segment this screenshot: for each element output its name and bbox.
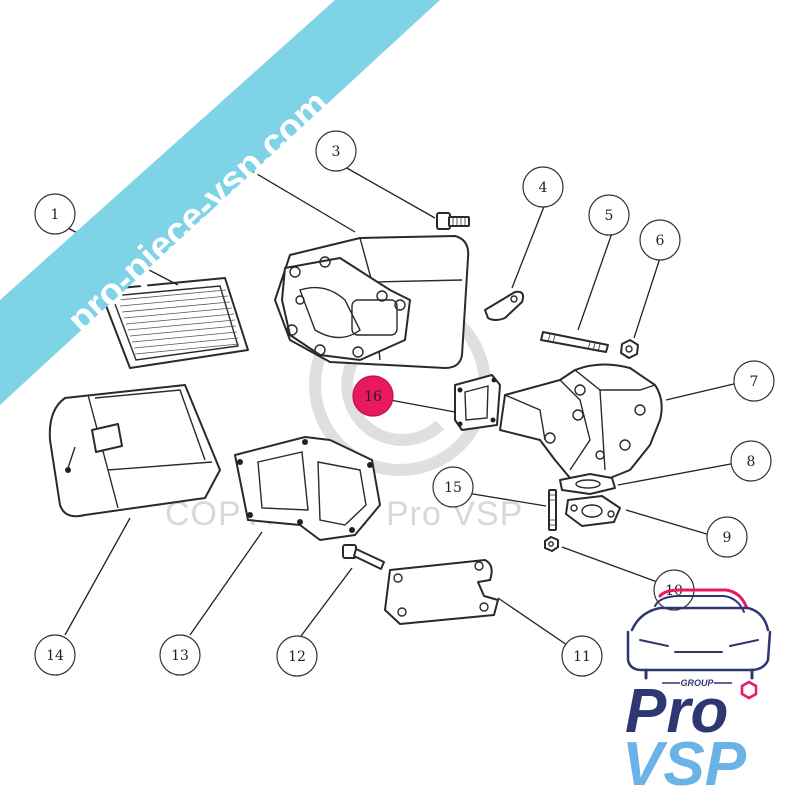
callout-12-label: 12 [288,649,306,665]
callout-13: 13 [159,634,201,676]
part-4-clip [484,290,525,321]
part-10-nut [544,536,559,552]
callout-4-label: 4 [539,180,548,196]
callout-3: 3 [315,130,357,172]
logo-group-text: GROUP [680,678,714,688]
callout-15: 15 [432,466,474,508]
callout-7-label: 7 [750,374,759,390]
callout-16-label: 16 [364,389,382,405]
callout-8: 8 [730,440,772,482]
callout-8-label: 8 [747,454,756,470]
callout-9-label: 9 [723,530,732,546]
part-13-gasket [234,436,381,541]
part-3-bolt [436,212,470,230]
callout-13-label: 13 [171,648,189,664]
callout-11-label: 11 [573,649,591,665]
part-15-stud [548,489,557,531]
part-11-cover-plate [384,559,499,625]
callout-3-label: 3 [332,144,341,160]
part-7-manifold [499,363,663,479]
provsp-logo: GROUP Pro VSP [622,588,772,799]
callout-14: 14 [34,634,76,676]
part-6-nut [620,339,639,359]
part-1-filter-element [99,277,249,369]
part-14-filter-box [48,384,221,518]
car-icon [626,588,772,680]
callout-6-label: 6 [656,233,665,249]
callout-5: 5 [588,194,630,236]
callout-16-highlighted: 16 [352,375,394,417]
callout-15-label: 15 [444,480,462,496]
callout-1-label: 1 [51,207,60,223]
hex-nut-icon [740,680,758,700]
callout-5-label: 5 [605,208,614,224]
callout-12: 12 [276,635,318,677]
logo-pro-text: Pro [625,677,728,746]
callout-14-label: 14 [46,648,64,664]
callout-7: 7 [733,360,775,402]
callout-9: 9 [706,516,748,558]
callout-6: 6 [639,219,681,261]
part-8-gasket [559,473,616,495]
callout-4: 4 [522,166,564,208]
part-2-filter-housing [274,235,470,369]
part-12-bolt [342,544,385,570]
part-16-gasket [454,374,501,431]
callout-11: 11 [561,635,603,677]
part-5-stud [540,331,609,353]
callout-1: 1 [34,193,76,235]
leader-lines [61,163,739,646]
logo-vsp-text: VSP [622,730,747,799]
part-9-flange-gasket [565,495,621,527]
